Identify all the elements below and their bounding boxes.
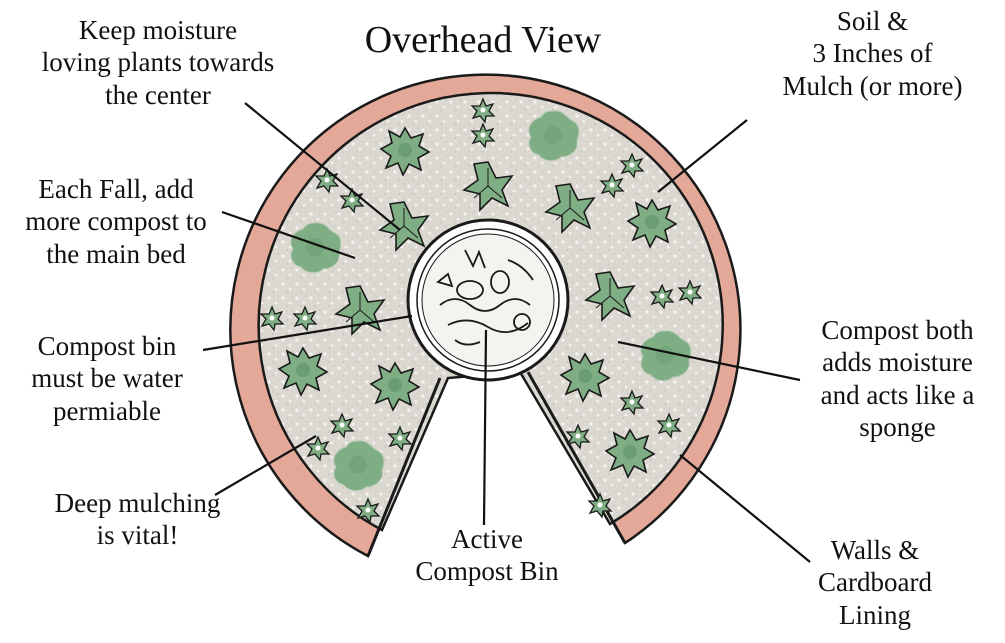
label-soil-mulch: Soil & 3 Inches of Mulch (or more) [745, 5, 1000, 102]
label-compost-sponge: Compost both adds moisture and acts like… [790, 314, 1005, 444]
label-deep-mulching: Deep mulching is vital! [20, 487, 255, 552]
label-bin-permeable: Compost bin must be water permiable [0, 330, 214, 427]
label-center-plants: Keep moisture loving plants towards the … [8, 14, 308, 111]
compost-bin [408, 220, 568, 380]
label-fall-compost: Each Fall, add more compost to the main … [0, 173, 232, 270]
diagram-title: Overhead View [348, 18, 618, 64]
label-walls-lining: Walls & Cardboard Lining [775, 534, 975, 631]
label-active-compost-bin: Active Compost Bin [392, 523, 582, 588]
